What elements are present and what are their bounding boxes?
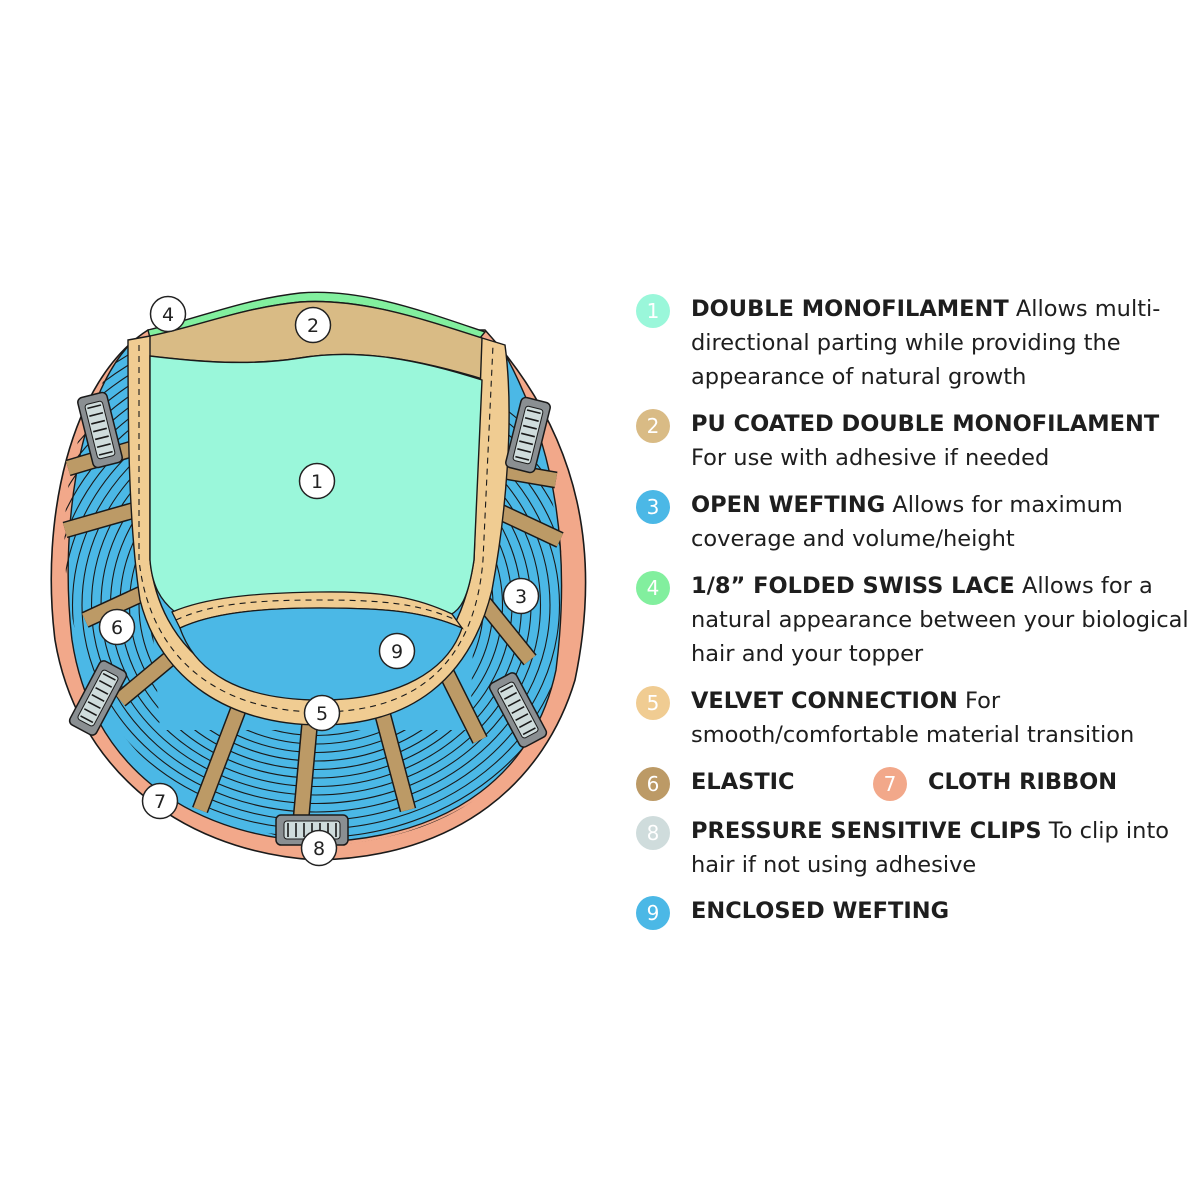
marker-4: 4 — [149, 295, 187, 333]
legend-text: ENCLOSED WEFTING — [691, 894, 1191, 928]
legend-title: 1/8” FOLDED SWISS LACE — [691, 573, 1015, 599]
legend-title: DOUBLE MONOFILAMENT — [691, 296, 1009, 322]
svg-text:5: 5 — [316, 703, 328, 725]
diagram-markers: 1 2 3 4 5 6 7 8 9 — [98, 295, 540, 867]
legend-text: 1/8” FOLDED SWISS LACE Allows for a natu… — [691, 569, 1191, 671]
legend-description: For use with adhesive if needed — [691, 445, 1050, 471]
legend-title: ELASTIC — [691, 769, 795, 795]
legend-number-badge: 4 — [636, 571, 670, 605]
marker-6: 6 — [98, 608, 136, 646]
legend-text: PRESSURE SENSITIVE CLIPS To clip into ha… — [691, 814, 1191, 882]
legend-text: OPEN WEFTING Allows for maximum coverage… — [691, 488, 1191, 556]
svg-text:9: 9 — [391, 641, 403, 663]
legend-number-badge: 8 — [636, 816, 670, 850]
legend-title: PU COATED DOUBLE MONOFILAMENT — [691, 411, 1160, 437]
legend-text: DOUBLE MONOFILAMENT Allows multi-directi… — [691, 292, 1191, 394]
marker-5: 5 — [303, 694, 341, 732]
legend-description: Allows for maximum coverage and volume/h… — [691, 492, 1123, 552]
legend-number-badge: 7 — [873, 767, 907, 801]
wig-cap-diagram: 1 2 3 4 5 6 7 8 9 — [50, 291, 587, 867]
svg-text:8: 8 — [313, 838, 325, 860]
svg-text:4: 4 — [162, 304, 174, 326]
legend-description: For smooth/comfortable material transiti… — [691, 688, 1135, 748]
legend-description: Allows for a natural appearance between … — [691, 573, 1189, 667]
enclosed-wefting-area — [179, 607, 463, 701]
legend-title: PRESSURE SENSITIVE CLIPS — [691, 818, 1042, 844]
legend-number-badge: 2 — [636, 409, 670, 443]
legend-text: CLOTH RIBBON — [928, 765, 1128, 799]
legend-description: Allows multi-directional parting while p… — [691, 296, 1161, 390]
marker-8: 8 — [300, 829, 338, 867]
marker-2: 2 — [294, 306, 332, 344]
marker-7: 7 — [141, 782, 179, 820]
marker-9: 9 — [378, 632, 416, 670]
legend-number-badge: 6 — [636, 767, 670, 801]
legend-number-badge: 5 — [636, 686, 670, 720]
marker-1: 1 — [298, 462, 336, 500]
svg-text:1: 1 — [311, 471, 323, 493]
svg-text:2: 2 — [307, 315, 319, 337]
legend-number-badge: 9 — [636, 896, 670, 930]
svg-text:6: 6 — [111, 617, 123, 639]
legend-text: ELASTIC — [691, 765, 891, 799]
legend-number-badge: 1 — [636, 294, 670, 328]
svg-text:7: 7 — [154, 791, 166, 813]
legend-number-badge: 3 — [636, 490, 670, 524]
legend-text: PU COATED DOUBLE MONOFILAMENT For use wi… — [691, 407, 1191, 475]
legend-title: OPEN WEFTING — [691, 492, 886, 518]
legend-description: To clip into hair if not using adhesive — [691, 818, 1170, 878]
svg-text:3: 3 — [515, 586, 527, 608]
marker-3: 3 — [502, 577, 540, 615]
legend-title: VELVET CONNECTION — [691, 688, 958, 714]
legend-text: VELVET CONNECTION For smooth/comfortable… — [691, 684, 1191, 752]
legend-title: CLOTH RIBBON — [928, 769, 1118, 795]
legend-title: ENCLOSED WEFTING — [691, 898, 950, 924]
